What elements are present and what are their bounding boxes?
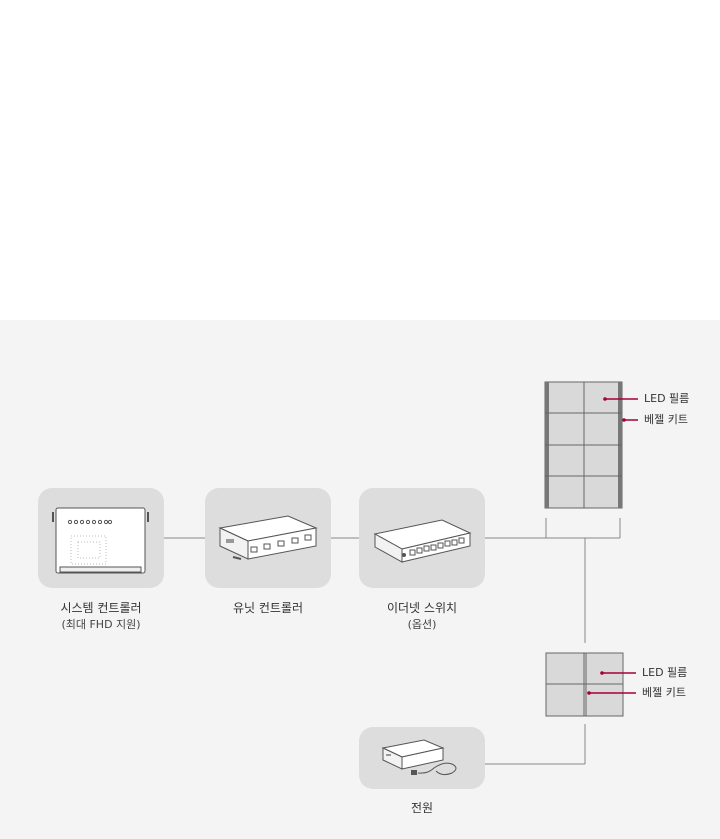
power-adapter-icon bbox=[381, 739, 457, 776]
top-blank-area bbox=[0, 0, 720, 320]
system-controller-label: 시스템 컨트롤러 bbox=[60, 601, 142, 615]
top-led-panel bbox=[544, 381, 623, 509]
connection-lines bbox=[164, 518, 621, 765]
bottom-led-panel bbox=[545, 652, 624, 717]
ethernet-switch-label: 이더넷 스위치 bbox=[386, 601, 458, 615]
power-label: 전원 bbox=[410, 801, 434, 815]
unit-controller-icon bbox=[218, 515, 318, 560]
callout-arrows bbox=[587, 397, 638, 695]
unit-controller-label: 유닛 컨트롤러 bbox=[232, 601, 304, 615]
top-panel-bezel-callout: 베젤 키트 bbox=[644, 413, 688, 426]
ethernet-switch-sublabel: (옵션) bbox=[407, 618, 437, 631]
top-panel-film-callout: LED 필름 bbox=[644, 392, 690, 405]
bottom-panel-bezel-callout: 베젤 키트 bbox=[642, 686, 686, 699]
system-controller-sublabel: (최대 FHD 지원) bbox=[61, 618, 141, 631]
system-controller-icon bbox=[52, 507, 149, 574]
bottom-panel-film-callout: LED 필름 bbox=[642, 666, 688, 679]
ethernet-switch-icon bbox=[373, 519, 472, 563]
